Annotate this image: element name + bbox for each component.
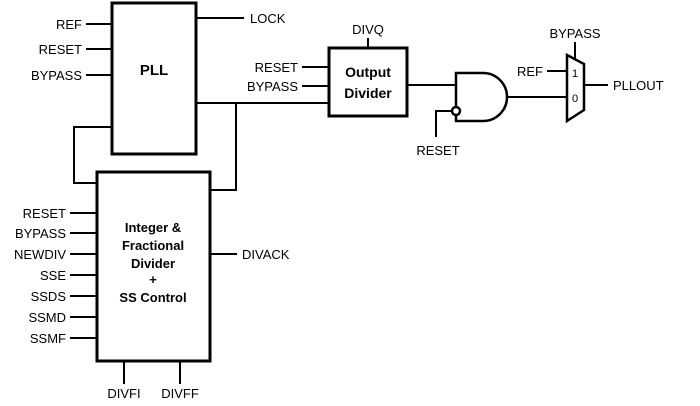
divfi-label: DIVFI <box>107 386 140 401</box>
pll-bypass-label: BYPASS <box>31 68 82 83</box>
divq-label: DIVQ <box>352 22 384 37</box>
mux-input-1-label: 1 <box>572 68 578 80</box>
output-divider-title-line1: Output <box>345 64 391 80</box>
mux-body <box>565 52 586 124</box>
div-newdiv-label: NEWDIV <box>14 247 66 262</box>
pll-reset-label: RESET <box>39 42 82 57</box>
pll-ref-label: REF <box>56 17 82 32</box>
output-divider-block: Output Divider <box>327 46 409 118</box>
gate-reset-label: RESET <box>416 143 459 158</box>
outdiv-reset-label: RESET <box>255 60 298 75</box>
output-divider-box <box>327 46 409 118</box>
pll-to-divider-wire <box>196 102 237 191</box>
divider-title-line4: + <box>149 272 157 287</box>
mux-ref-label: REF <box>517 64 543 79</box>
div-sse-label: SSE <box>40 268 66 283</box>
pllout-label: PLLOUT <box>613 78 664 93</box>
inverter-bubble <box>450 105 462 117</box>
mux-select-label: BYPASS <box>549 26 600 41</box>
feedback-wire <box>73 126 112 184</box>
pll-title: PLL <box>140 62 168 79</box>
integer-divider-block: Integer & Fractional Divider + SS Contro… <box>95 170 212 363</box>
pll-box <box>110 1 198 156</box>
outdiv-bypass-label: BYPASS <box>247 79 298 94</box>
divider-title-line5: SS Control <box>119 290 186 305</box>
div-ssmd-label: SSMD <box>28 310 66 325</box>
div-ssds-label: SSDS <box>31 289 67 304</box>
div-bypass-label: BYPASS <box>15 226 66 241</box>
div-reset-label: RESET <box>23 206 66 221</box>
integer-divider-box <box>95 170 212 363</box>
gate-reset-wire <box>435 110 452 137</box>
divider-title-line1: Integer & <box>125 220 181 235</box>
bypass-mux: 1 0 <box>565 52 586 124</box>
and-gate-body <box>454 71 509 123</box>
divack-label: DIVACK <box>242 247 290 262</box>
and-gate <box>450 71 509 123</box>
divff-label: DIVFF <box>161 386 199 401</box>
divider-title-line2: Fractional <box>122 238 184 253</box>
pll-block: PLL <box>110 1 198 156</box>
div-ssmf-label: SSMF <box>30 331 66 346</box>
lock-label: LOCK <box>250 11 286 26</box>
output-divider-title-line2: Divider <box>344 85 392 101</box>
divider-title-line3: Divider <box>131 256 175 271</box>
mux-input-0-label: 0 <box>572 93 578 105</box>
